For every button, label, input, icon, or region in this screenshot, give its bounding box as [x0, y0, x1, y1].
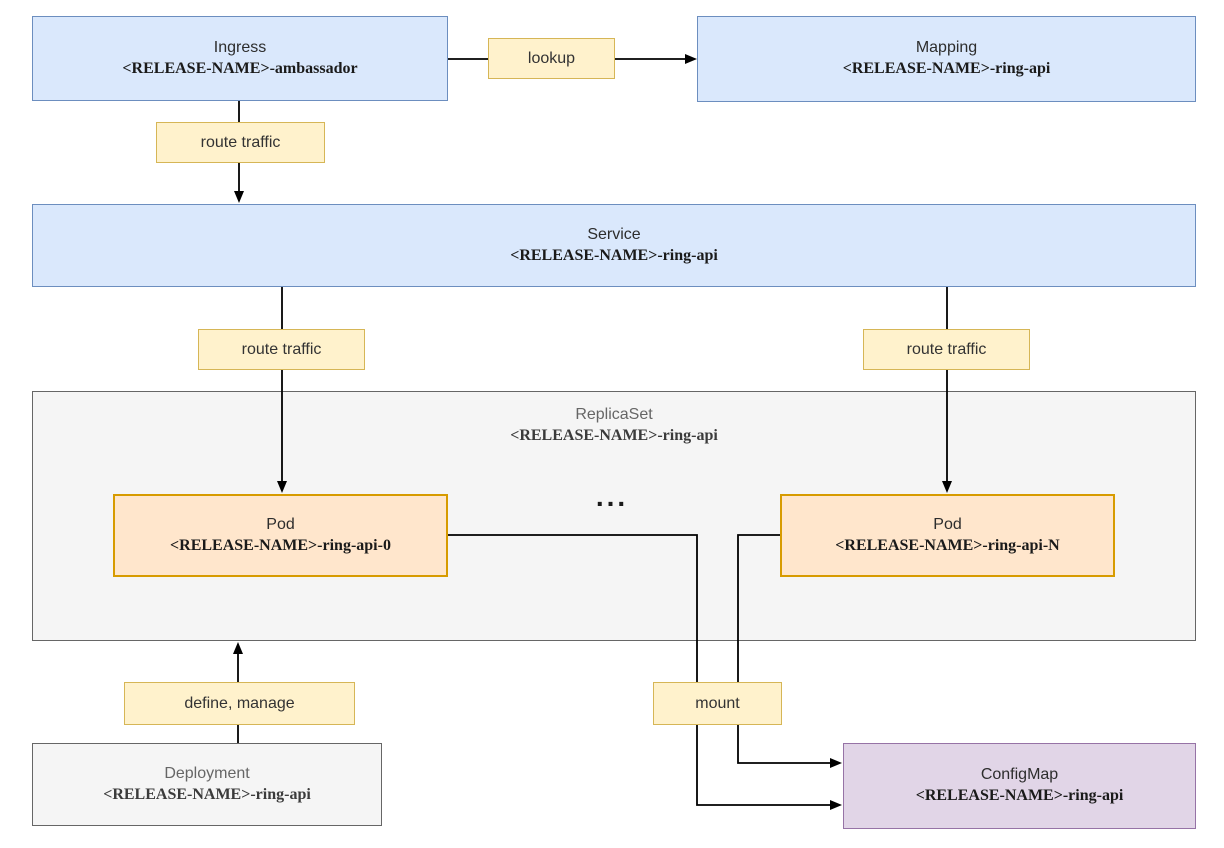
edge-label-define-manage: define, manage [124, 682, 355, 725]
node-pod-0: Pod <RELEASE-NAME>-ring-api-0 [113, 494, 448, 577]
edge-label-route-traffic-podn: route traffic [863, 329, 1030, 370]
node-service: Service <RELEASE-NAME>-ring-api [32, 204, 1196, 287]
edge-label-route-traffic-ingress: route traffic [156, 122, 325, 163]
edge-label-lookup: lookup [488, 38, 615, 79]
service-title: Service [587, 225, 641, 243]
pods-ellipsis: ... [595, 481, 629, 512]
pod-n-subtitle: <RELEASE-NAME>-ring-api-N [835, 536, 1060, 554]
ingress-subtitle: <RELEASE-NAME>-ambassador [122, 59, 358, 77]
mapping-subtitle: <RELEASE-NAME>-ring-api [842, 60, 1051, 77]
edge-pod0-to-configmap [448, 534, 842, 810]
deployment-title: Deployment [164, 764, 250, 782]
node-deployment: Deployment <RELEASE-NAME>-ring-api [32, 743, 382, 826]
node-pod-n: Pod <RELEASE-NAME>-ring-api-N [780, 494, 1115, 577]
pod-n-title: Pod [933, 515, 962, 533]
edge-label-route-traffic-pod0: route traffic [198, 329, 365, 370]
node-ingress: Ingress <RELEASE-NAME>-ambassador [32, 16, 448, 101]
pod-0-title: Pod [266, 515, 295, 533]
node-configmap: ConfigMap <RELEASE-NAME>-ring-api [843, 743, 1196, 829]
node-mapping: Mapping <RELEASE-NAME>-ring-api [697, 16, 1196, 102]
replicaset-subtitle: <RELEASE-NAME>-ring-api [510, 426, 718, 444]
configmap-title: ConfigMap [980, 766, 1059, 784]
ingress-title: Ingress [213, 38, 267, 56]
service-subtitle: <RELEASE-NAME>-ring-api [510, 246, 718, 264]
edge-label-mount: mount [653, 682, 782, 725]
edge-podn-to-configmap [737, 534, 842, 768]
pod-0-subtitle: <RELEASE-NAME>-ring-api-0 [170, 536, 391, 554]
deployment-subtitle: <RELEASE-NAME>-ring-api [103, 785, 311, 803]
replicaset-title: ReplicaSet [575, 406, 653, 423]
configmap-subtitle: <RELEASE-NAME>-ring-api [915, 787, 1124, 804]
mapping-title: Mapping [915, 39, 978, 57]
